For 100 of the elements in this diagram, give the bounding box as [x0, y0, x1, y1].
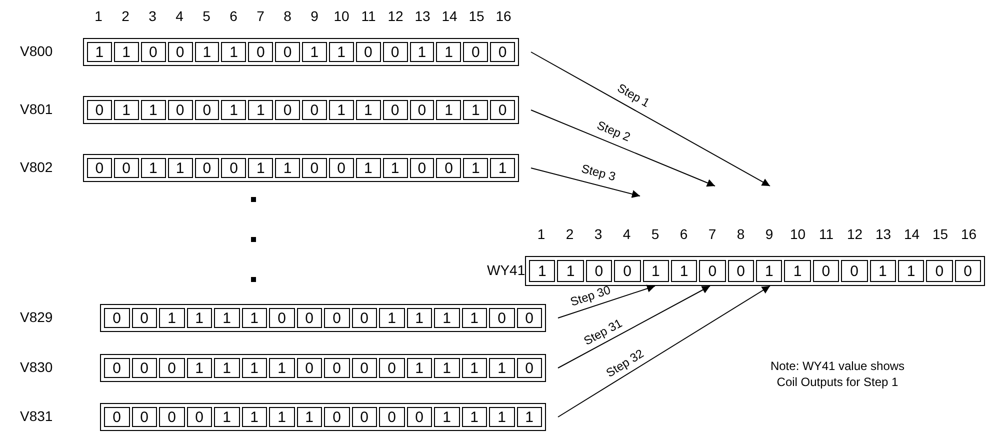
- bit-value: 1: [529, 260, 556, 282]
- bit-value: 0: [302, 100, 327, 120]
- bit-value: 1: [434, 308, 460, 328]
- bit-value: 0: [302, 158, 327, 178]
- bit-value: 0: [926, 260, 953, 282]
- bit-value: 0: [168, 42, 192, 62]
- column-number: 3: [148, 8, 158, 24]
- register-name: V831: [20, 408, 53, 424]
- bit-value: 1: [221, 100, 246, 120]
- column-number: 5: [650, 226, 660, 242]
- bit-value: 1: [186, 308, 212, 328]
- bit-value: 1: [784, 260, 811, 282]
- bit-value: 0: [324, 308, 350, 328]
- bit-value: 1: [328, 42, 354, 62]
- bit-value: 0: [221, 158, 246, 178]
- bit-value: 0: [324, 407, 350, 427]
- column-number: 16: [494, 8, 512, 24]
- bit-value: 1: [516, 407, 542, 427]
- register-name: WY41: [487, 262, 526, 278]
- bit-value: 0: [356, 42, 381, 62]
- column-number: 12: [846, 226, 864, 242]
- column-number: 5: [202, 8, 212, 24]
- bit-value: 1: [436, 100, 462, 120]
- bit-value: 0: [328, 158, 354, 178]
- bit-value: 1: [756, 260, 782, 282]
- bit-value: 0: [248, 42, 274, 62]
- bit-value: 1: [434, 407, 460, 427]
- bit-value: 0: [516, 358, 542, 378]
- bit-value: 1: [87, 42, 112, 62]
- column-number: 3: [593, 226, 604, 242]
- bit-value: 0: [352, 308, 377, 328]
- bit-value: 0: [324, 358, 350, 378]
- bit-value: 0: [352, 407, 377, 427]
- column-number: 14: [902, 226, 921, 242]
- bit-value: 0: [140, 42, 166, 62]
- bit-value: 0: [379, 358, 404, 378]
- bit-value: 0: [275, 100, 300, 120]
- bit-value: 0: [516, 308, 542, 328]
- bit-value: 1: [168, 158, 192, 178]
- column-number: 1: [94, 8, 104, 24]
- bit-value: 1: [269, 407, 294, 427]
- edge-label: Step 2: [595, 118, 633, 144]
- bit-value: 1: [140, 158, 166, 178]
- arrow: [530, 52, 770, 186]
- bit-value: 1: [670, 260, 698, 282]
- column-number: 14: [440, 8, 458, 24]
- bit-value: 0: [614, 260, 640, 282]
- bit-value: 1: [114, 42, 139, 62]
- bit-value: 1: [436, 42, 462, 62]
- bit-value: 1: [642, 260, 669, 282]
- column-number: 8: [282, 8, 292, 24]
- bit-value: 1: [275, 158, 300, 178]
- bit-value: 1: [242, 358, 267, 378]
- bit-value: 0: [728, 260, 754, 282]
- column-number: 11: [818, 226, 835, 242]
- bit-value: 1: [462, 407, 487, 427]
- register-name: V801: [20, 101, 53, 117]
- bit-value: 0: [132, 358, 157, 378]
- column-number: 1: [536, 226, 546, 242]
- bit-value: 1: [463, 158, 488, 178]
- column-number: 11: [360, 8, 377, 24]
- bit-value: 0: [296, 308, 322, 328]
- bit-value: 0: [406, 407, 432, 427]
- bit-value: 1: [463, 100, 488, 120]
- bit-value: 1: [410, 42, 434, 62]
- bit-value: 0: [114, 158, 139, 178]
- bit-value: 1: [186, 358, 212, 378]
- bit-value: 0: [841, 260, 868, 282]
- arrow: [530, 168, 640, 198]
- column-number: 2: [120, 8, 130, 24]
- column-number: 6: [678, 226, 689, 242]
- bit-value: 0: [87, 158, 112, 178]
- bit-value: 1: [490, 158, 515, 178]
- bit-value: 0: [410, 158, 434, 178]
- bit-value: 1: [242, 407, 267, 427]
- bit-value: 0: [87, 100, 112, 120]
- bit-value: 0: [159, 358, 184, 378]
- bit-value: 0: [379, 407, 404, 427]
- bit-value: 1: [462, 358, 487, 378]
- column-number: 10: [332, 8, 350, 24]
- bit-value: 0: [275, 42, 300, 62]
- edge-label: Step 30: [568, 282, 612, 310]
- bit-value: 0: [159, 407, 184, 427]
- bit-value: 0: [382, 100, 408, 120]
- column-number: 15: [468, 8, 486, 24]
- bit-value: 1: [489, 407, 514, 427]
- column-number: 8: [736, 226, 746, 242]
- bit-value: 0: [410, 100, 434, 120]
- register-name: V829: [20, 309, 53, 325]
- bit-value: 1: [328, 100, 354, 120]
- column-number: 13: [414, 8, 432, 24]
- arrow: [558, 286, 710, 368]
- column-number: 13: [874, 226, 892, 242]
- bit-value: 0: [699, 260, 726, 282]
- bit-value: 0: [269, 308, 294, 328]
- column-number: 9: [310, 8, 320, 24]
- bit-value: 1: [194, 42, 220, 62]
- column-number: 4: [622, 226, 632, 242]
- bit-value: 0: [352, 358, 377, 378]
- register-name: V800: [20, 43, 53, 59]
